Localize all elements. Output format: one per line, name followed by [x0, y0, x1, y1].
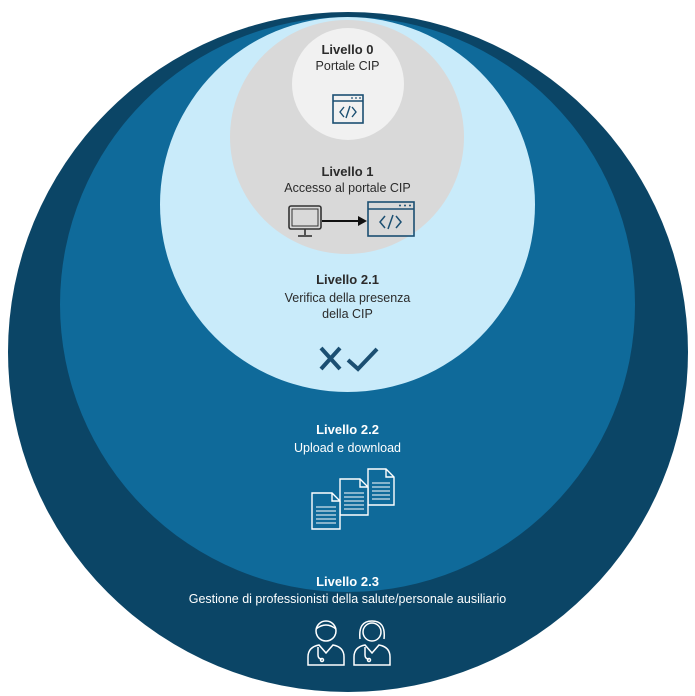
level-2-2-description: Upload e download — [293, 441, 402, 455]
level-2-3-description: Gestione di professionisti della salute/… — [188, 592, 507, 606]
level-2-3-title: Livello 2.3 — [316, 574, 379, 589]
level-0-title: Livello 0 — [321, 42, 374, 57]
level-0-circle — [292, 28, 404, 140]
monitor-to-code-window-icon — [288, 201, 415, 237]
documents-icon — [311, 468, 395, 530]
level-1-description: Accesso al portale CIP — [284, 181, 411, 195]
health-professionals-icon — [307, 620, 391, 666]
level-2-1-title: Livello 2.1 — [316, 272, 379, 287]
code-window-icon — [332, 94, 364, 124]
level-2-2-title: Livello 2.2 — [316, 422, 379, 437]
level-2-1-description-line-1: Verifica della presenza — [284, 291, 411, 305]
level-0-description: Portale CIP — [315, 59, 380, 73]
level-1-title: Livello 1 — [321, 164, 374, 179]
cross-check-icon — [319, 346, 379, 372]
level-2-1-description-line-2: della CIP — [322, 307, 373, 321]
